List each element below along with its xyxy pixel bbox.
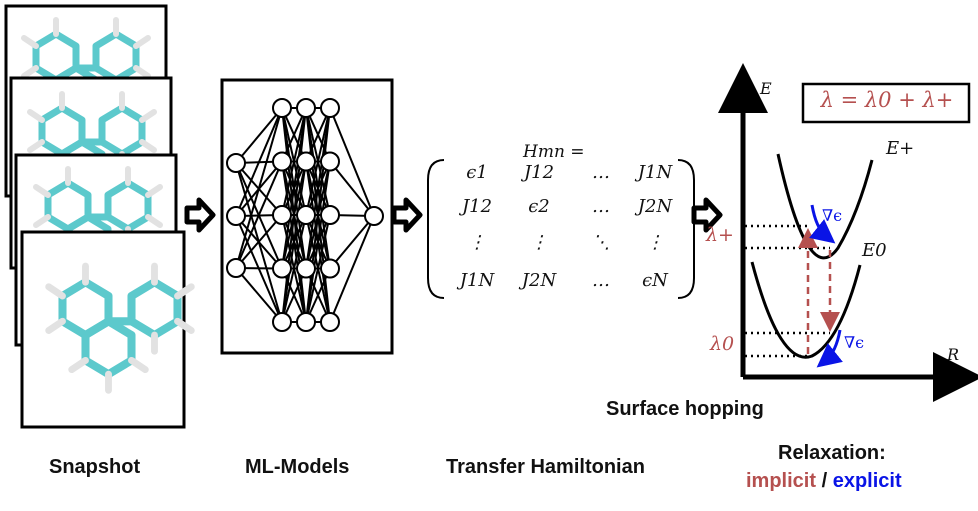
matrix-right-bracket	[677, 159, 695, 299]
network-node	[272, 98, 292, 118]
snapshot-stack	[4, 4, 191, 429]
flow-arrow-1	[184, 197, 216, 233]
equation-box	[801, 82, 971, 124]
network-edge	[329, 215, 375, 270]
network-edge	[329, 215, 375, 323]
matrix-cell: ⋮	[530, 232, 548, 253]
flow-arrow-3	[691, 197, 723, 233]
explicit-label: explicit	[832, 470, 902, 492]
network-node	[296, 205, 316, 225]
matrix-cell: ⋱	[592, 232, 610, 253]
network-node	[296, 312, 316, 332]
lower-surface-label: E0	[862, 240, 887, 261]
network-edge	[235, 107, 283, 217]
snapshot-label: Snapshot	[49, 456, 141, 478]
neural-network	[226, 98, 384, 332]
transfer-hamiltonian-label: Transfer Hamiltonian	[446, 456, 645, 478]
network-edge	[235, 161, 283, 269]
lower-gradient-arrow	[816, 329, 843, 368]
network-edge	[305, 161, 331, 323]
network-edge	[305, 214, 331, 323]
matrix-title: Hmn =	[523, 142, 585, 162]
network-edge	[281, 161, 307, 323]
implicit-label: implicit	[746, 470, 817, 492]
network-edge	[305, 107, 331, 216]
coordinate-axis-label: R	[947, 345, 960, 364]
matrix-cell: …	[592, 270, 610, 291]
network-edge	[235, 107, 283, 269]
network-node	[364, 206, 384, 226]
network-node	[320, 151, 340, 172]
flow-arrows	[184, 197, 723, 233]
network-node	[226, 206, 246, 226]
matrix-cell: J1N	[637, 162, 673, 183]
network-edge	[329, 160, 375, 217]
matrix-cell: ⋮	[468, 232, 486, 253]
network-node	[272, 312, 292, 332]
upper-surface-label: E+	[886, 138, 915, 159]
upper-gradient-arrow	[809, 204, 836, 244]
matrix-cell: ϵN	[642, 270, 668, 291]
matrix-cell: J12	[461, 196, 493, 217]
matrix-cell: J2N	[637, 196, 673, 217]
matrix-cell: ⋮	[646, 232, 664, 253]
flow-arrow-2	[391, 197, 423, 233]
matrix-cell: ϵ1	[466, 162, 488, 183]
lambda-zero-label: λ0	[710, 333, 735, 355]
separator-label: /	[821, 470, 828, 492]
network-edge	[329, 107, 375, 217]
network-node	[296, 258, 316, 279]
lower-gradient-label: ∇ϵ	[844, 333, 865, 352]
network-node	[272, 258, 292, 279]
ml-models-label: ML-Models	[245, 456, 350, 478]
network-node	[320, 98, 340, 118]
network-node	[296, 98, 316, 118]
energy-plot	[718, 63, 978, 402]
matrix-cell: …	[592, 162, 610, 183]
matrix-cell: J1N	[459, 270, 495, 291]
energy-axis-label: E	[760, 79, 772, 98]
network-edge	[305, 107, 331, 323]
upper-surface-curve	[776, 153, 874, 260]
network-node	[272, 205, 292, 225]
network-node	[320, 205, 340, 225]
network-edge	[281, 107, 307, 323]
network-node	[226, 258, 246, 278]
network-node	[272, 151, 292, 172]
lambda-equation: λ = λ0 + λ+	[820, 88, 954, 112]
lambda-plus-label: λ+	[706, 224, 734, 246]
network-node	[320, 312, 340, 332]
surface-hopping-label: Surface hopping	[606, 398, 764, 420]
relaxation-label: Relaxation:	[778, 442, 886, 464]
upper-gradient-label: ∇ϵ	[822, 206, 843, 225]
matrix-left-bracket	[427, 159, 445, 299]
network-edge	[281, 214, 307, 323]
network-node	[320, 258, 340, 279]
matrix-cell: J12	[523, 162, 555, 183]
matrix-cell: ϵ2	[528, 196, 550, 217]
network-edge	[281, 107, 307, 216]
network-edge	[235, 107, 283, 164]
network-node	[226, 153, 246, 173]
network-node	[296, 151, 316, 172]
matrix-cell: J2N	[521, 270, 557, 291]
network-edge	[235, 214, 283, 269]
relaxation-modes: implicit / explicit	[746, 470, 902, 493]
matrix-cell: …	[592, 196, 610, 217]
network-edge	[235, 267, 283, 323]
